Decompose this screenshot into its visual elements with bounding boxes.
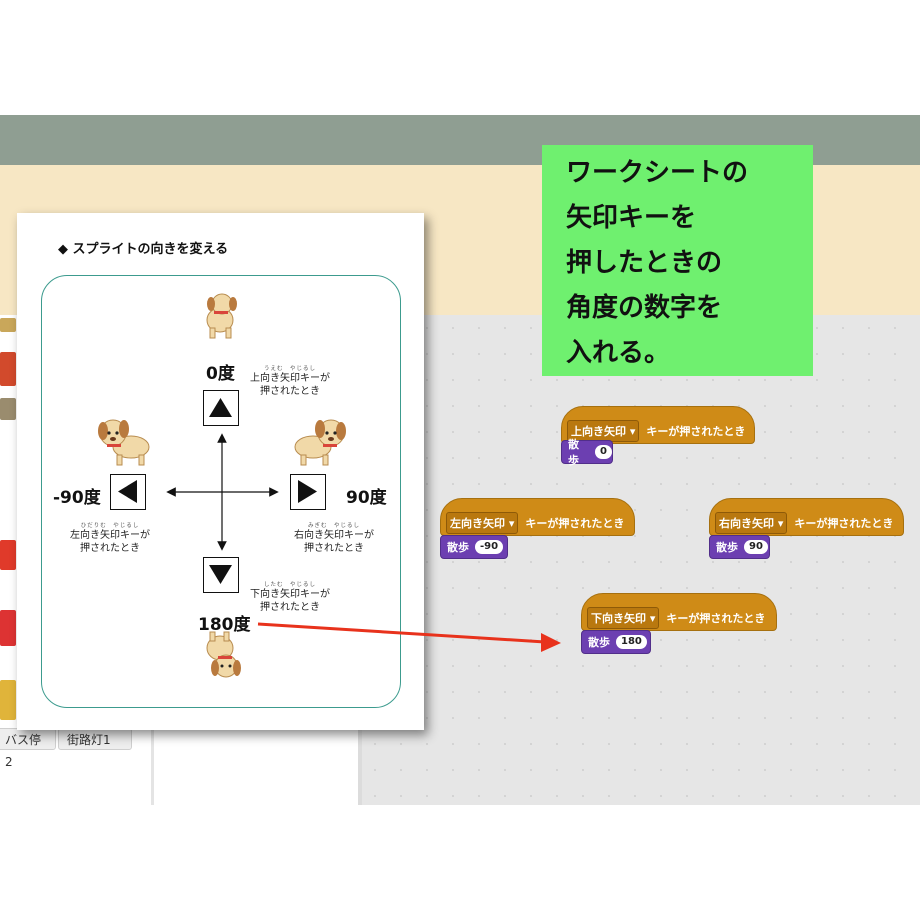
walk-value-input-down[interactable]: 180: [616, 635, 647, 649]
caption-left-line1: 左向き矢印キーが: [70, 530, 150, 541]
degree-label-left: -90度: [53, 488, 101, 508]
sprite-icon[interactable]: [0, 540, 16, 570]
dog-facing-right-icon: [294, 419, 346, 466]
hat-block-label: キーが押されたとき: [794, 517, 894, 530]
when-left-key-pressed-block[interactable]: 左向き矢印 ▾ キーが押されたとき: [440, 498, 635, 536]
walk-block-label: 散歩: [716, 541, 738, 554]
caption-right-line2: 押されたとき: [304, 543, 364, 554]
caption-down-ruby: したむ やじるし: [263, 582, 316, 588]
building-icon[interactable]: [0, 610, 16, 646]
degree-label-down: 180度: [198, 615, 251, 635]
code-area[interactable]: [362, 315, 920, 805]
caption-left-line2: 押されたとき: [80, 543, 140, 554]
caption-up: うえむ やじるし 上向き矢印キーが 押されたとき: [250, 366, 330, 398]
up-arrow-key: [203, 390, 239, 426]
hat-block-label: キーが押されたとき: [525, 517, 625, 530]
key-dropdown-label: 上向き矢印: [571, 425, 626, 438]
key-dropdown-label: 左向き矢印: [450, 517, 505, 530]
hat-block-label: キーが押されたとき: [666, 612, 766, 625]
building-icon[interactable]: [0, 352, 16, 386]
walk-block-label: 散歩: [447, 541, 469, 554]
when-right-key-pressed-block[interactable]: 右向き矢印 ▾ キーが押されたとき: [709, 498, 904, 536]
caption-up-ruby: うえむ やじるし: [263, 366, 316, 372]
caption-down-line2: 押されたとき: [260, 602, 320, 613]
note-line-5: 入れる。: [566, 338, 671, 368]
key-dropdown-down[interactable]: 下向き矢印 ▾: [587, 607, 660, 629]
caption-right: みぎむ やじるし 右向き矢印キーが 押されたとき: [294, 523, 374, 555]
note-line-1: ワークシートの: [566, 158, 749, 188]
key-dropdown-right[interactable]: 右向き矢印 ▾: [715, 512, 788, 534]
triangle-up-icon: [209, 398, 232, 417]
left-arrow-key: [110, 474, 146, 510]
sprite-tab-street-light-1[interactable]: 街路灯1: [58, 728, 132, 750]
when-up-key-pressed-block[interactable]: 上向き矢印 ▾ キーが押されたとき: [561, 406, 755, 444]
triangle-down-icon: [209, 565, 232, 584]
walk-block-down[interactable]: 散歩 180: [581, 630, 651, 654]
walk-block-label: 散歩: [588, 636, 610, 649]
bus-stop-icon[interactable]: [0, 680, 16, 720]
caption-down-line1: 下向き矢印キーが: [250, 589, 330, 600]
walk-value-input-left[interactable]: -90: [475, 540, 504, 554]
key-dropdown-label: 右向き矢印: [719, 517, 774, 530]
caption-right-line1: 右向き矢印キーが: [294, 530, 374, 541]
walk-block-left[interactable]: 散歩 -90: [440, 535, 508, 559]
note-line-2: 矢印キーを: [566, 203, 697, 233]
caption-left-ruby: ひだりむ やじるし: [80, 523, 140, 529]
walk-value-input-up[interactable]: 0: [595, 445, 612, 459]
triangle-left-icon: [118, 480, 137, 503]
note-line-4: 角度の数字を: [566, 293, 723, 323]
right-arrow-key: [290, 474, 326, 510]
caption-up-line1: 上向き矢印キーが: [250, 373, 330, 384]
walk-value-input-right[interactable]: 90: [744, 540, 768, 554]
key-dropdown-left[interactable]: 左向き矢印 ▾: [446, 512, 519, 534]
key-dropdown-label: 下向き矢印: [591, 612, 646, 625]
sprite-icon[interactable]: [0, 318, 16, 332]
dog-facing-up-icon: [206, 293, 237, 339]
instruction-note: ワークシートの 矢印キーを 押したときの 角度の数字を 入れる。: [542, 145, 813, 376]
degree-label-right: 90度: [346, 488, 387, 508]
caption-down: したむ やじるし 下向き矢印キーが 押されたとき: [250, 582, 330, 614]
dog-facing-left-icon: [98, 419, 150, 466]
walk-block-up[interactable]: 散歩 0: [561, 438, 613, 467]
caption-right-ruby: みぎむ やじるし: [307, 523, 360, 529]
sprite-tab-bus-stop-2[interactable]: バス停2: [0, 728, 56, 769]
down-arrow-key: [203, 557, 239, 593]
degree-label-up: 0度: [206, 364, 235, 384]
worksheet-frame: [41, 275, 401, 708]
when-down-key-pressed-block[interactable]: 下向き矢印 ▾ キーが押されたとき: [581, 593, 777, 631]
hat-block-label: キーが押されたとき: [646, 425, 746, 438]
direction-cross-icon: [166, 433, 279, 551]
dog-facing-down-icon: [206, 631, 241, 678]
note-line-3: 押したときの: [566, 248, 723, 278]
walk-block-right[interactable]: 散歩 90: [709, 535, 770, 559]
caption-up-line2: 押されたとき: [260, 386, 320, 397]
walk-block-label: 散歩: [568, 438, 579, 467]
sprite-icon[interactable]: [0, 398, 16, 420]
caption-left: ひだりむ やじるし 左向き矢印キーが 押されたとき: [68, 523, 152, 555]
red-pointer-arrow: [257, 622, 561, 652]
triangle-right-icon: [298, 480, 317, 503]
worksheet-title: ◆ スプライトの向きを変える: [58, 242, 229, 257]
